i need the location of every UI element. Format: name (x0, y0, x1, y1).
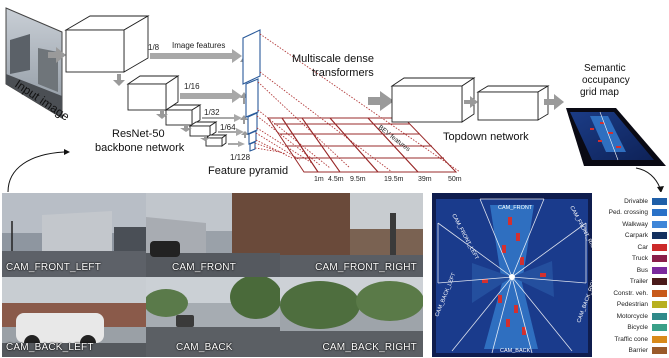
distance-label: 39m (418, 176, 432, 183)
grid-map-arrow (544, 94, 564, 110)
legend-item-label: Bus (636, 266, 648, 274)
legend-item: Motorcycle (617, 310, 667, 322)
legend-item: Drivable (624, 195, 667, 207)
legend-item-label: Constr. veh. (613, 289, 648, 297)
cam-back-right-label: CAM_BACK_RIGHT (322, 342, 417, 353)
backbone-label-line2: backbone network (95, 142, 185, 154)
legend-swatch (652, 220, 667, 228)
legend-swatch (652, 324, 667, 331)
scale-label: 1/8 (148, 43, 160, 52)
bev-feature-slices (267, 117, 458, 173)
grid-map-label-line2: occupancy (582, 75, 630, 86)
legend-item-label: Drivable (624, 197, 648, 205)
legend-swatch (652, 289, 667, 297)
topdown-mid-arrow (464, 96, 478, 108)
legend-item: Walkway (622, 218, 667, 230)
legend-item-label: Bicycle (627, 324, 648, 331)
topdown-network-label: Topdown network (443, 131, 529, 143)
cam-back-label: CAM_BACK (176, 342, 233, 353)
feature-pyramid-slabs (242, 29, 261, 152)
legend-item-label: Walkway (622, 220, 648, 228)
bev-semantic-map: CAM_FRONT CAM_FRONT_LEFT CAM_FRONT_RIGHT… (432, 193, 592, 357)
legend-swatch (652, 301, 667, 308)
cam-front-right-image: CAM_FRONT_RIGHT (280, 193, 423, 277)
legend-item-label: Carpark (624, 232, 648, 239)
map-curve-arrowhead (657, 186, 664, 192)
legend-item: Bus (637, 264, 667, 276)
legend-item: Car (638, 241, 667, 253)
legend-item-label: Pedestrian (616, 301, 648, 308)
cam-front-image: CAM_FRONT (146, 193, 280, 277)
legend-item: Pedestrian (617, 299, 667, 311)
legend-swatch (652, 278, 667, 285)
legend-item: Bicycle (627, 322, 667, 334)
scale-label: 1/16 (184, 82, 200, 91)
image-features-label: Image features (172, 41, 225, 50)
cam-back-left-image: CAM_BACK_LEFT (2, 277, 146, 357)
backbone-label-line1: ResNet-50 (112, 128, 165, 140)
transformers-label-line1: Multiscale dense (292, 53, 374, 65)
legend-item: Truck (632, 253, 667, 265)
feature-pyramid-label: Feature pyramid (208, 165, 288, 177)
distance-label: 19.5m (384, 176, 404, 183)
legend-swatch (652, 312, 667, 320)
scale-label: 1/64 (220, 123, 236, 132)
cam-front-label: CAM_FRONT (172, 262, 237, 273)
pipeline-diagram: Input image ResNet-50 backbone network 1… (5, 7, 666, 192)
legend-item: Constr. veh. (613, 287, 667, 299)
legend-swatch (652, 243, 667, 251)
legend-swatch (652, 232, 667, 239)
topdown-input-arrow (368, 91, 394, 111)
legend-item-label: Car (637, 243, 648, 251)
legend-item-label: Truck (631, 255, 648, 262)
legend-item: Trailer (630, 276, 667, 288)
legend-swatch (652, 209, 667, 216)
cam-front-left-image: CAM_FRONT_LEFT (2, 193, 146, 277)
input-curve-arrowhead (64, 149, 70, 155)
legend-item-label: Ped. crossing (608, 209, 648, 216)
legend-swatch (652, 255, 667, 262)
bev-features-label: BEV features (377, 124, 412, 154)
map-curve-arrow (635, 167, 661, 189)
legend-item: Ped. crossing (609, 207, 667, 219)
legend-item: Traffic cone (614, 333, 667, 345)
legend-swatch (652, 266, 667, 274)
backbone-arrows (113, 74, 210, 141)
feature-arrows (150, 49, 245, 147)
distance-label: 4.5m (328, 176, 344, 183)
grid-map-label-line3: grid map (580, 87, 619, 98)
legend-swatch (652, 347, 667, 354)
legend-item-label: Barrier (628, 347, 648, 354)
input-arrow (48, 47, 66, 63)
camera-image-grid: CAM_FRONT_LEFT CAM_FRONT CAM_FRONT_RIGHT (2, 193, 423, 357)
distance-label: 50m (448, 176, 462, 183)
backbone-blocks (64, 15, 228, 147)
cam-front-left-label: CAM_FRONT_LEFT (6, 262, 102, 273)
distance-label: 1m (314, 176, 324, 183)
legend-swatch (652, 197, 667, 205)
grid-map-label-line1: Semantic (584, 63, 626, 74)
cam-back-right-image: CAM_BACK_RIGHT (280, 277, 423, 357)
topdown-network-blocks (390, 77, 550, 123)
legend-item-label: Traffic cone (614, 335, 648, 343)
legend-item: Carpark (625, 230, 667, 242)
cam-front-right-label: CAM_FRONT_RIGHT (315, 262, 417, 273)
scale-label: 1/32 (204, 108, 220, 117)
legend-swatch (652, 335, 667, 343)
cam-back-left-label: CAM_BACK_LEFT (6, 342, 94, 353)
cam-back-image: CAM_BACK (146, 277, 280, 357)
bev-label-back: CAM_BACK (500, 348, 531, 354)
bev-label-front: CAM_FRONT (498, 205, 533, 211)
input-image-thumbnail (5, 7, 63, 119)
legend-item: Barrier (628, 345, 667, 357)
distance-label: 9.5m (350, 176, 366, 183)
legend-item-label: Motorcycle (616, 312, 648, 320)
transformers-label-line2: transformers (312, 67, 374, 79)
legend-item-label: Trailer (629, 278, 648, 285)
semantic-grid-map (566, 108, 666, 166)
scale-label: 1/128 (230, 153, 251, 162)
input-curve-arrow (7, 151, 65, 192)
